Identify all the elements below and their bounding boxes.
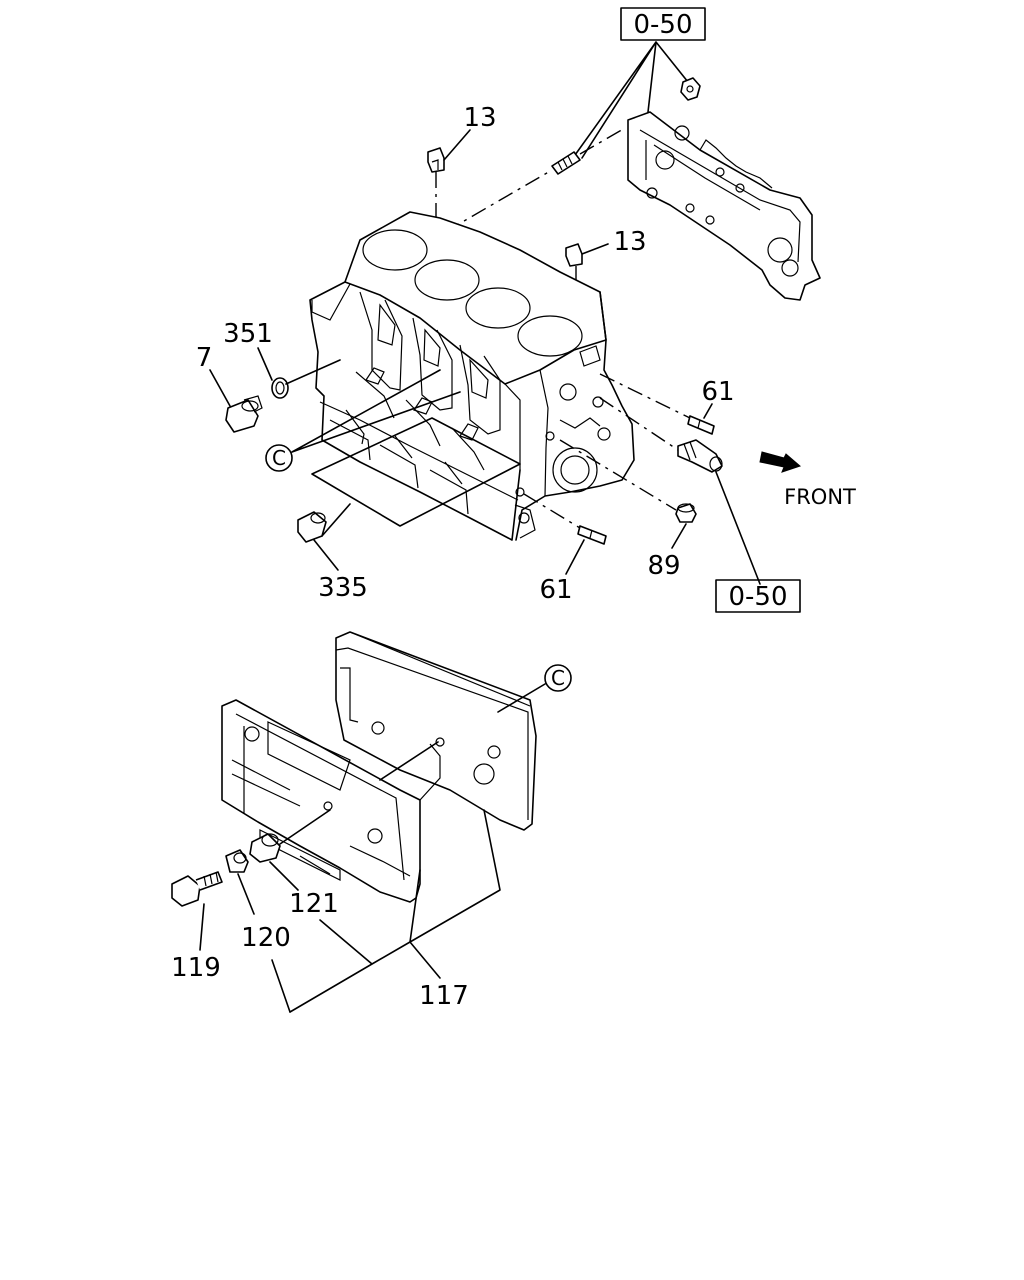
svg-text:C: C <box>551 666 565 690</box>
alignment-line-top <box>444 127 626 233</box>
assembly-117-leaders <box>289 809 501 1013</box>
gasket-sheet-part[interactable] <box>311 417 521 527</box>
arrow-right-down-icon <box>759 451 801 473</box>
circle-c-marker-lower: C <box>544 664 572 692</box>
callout-120: 120 <box>241 923 291 953</box>
reference-box-bottom[interactable]: 0-50 <box>715 579 801 613</box>
plug-121-part[interactable] <box>249 833 281 863</box>
svg-text:C: C <box>272 446 286 470</box>
callout-13a: 13 <box>463 103 496 133</box>
leader-335 <box>313 539 339 571</box>
dowel-pin-61-lower-part[interactable] <box>577 525 607 545</box>
nut-part[interactable] <box>680 77 701 101</box>
callout-335: 335 <box>318 573 368 603</box>
callout-7: 7 <box>196 343 213 373</box>
dowel-pin-61-upper-part[interactable] <box>687 415 715 435</box>
stud-part[interactable] <box>551 151 581 175</box>
leader-circle-c-upper <box>291 369 461 453</box>
leader-61b <box>565 539 585 575</box>
callout-89: 89 <box>647 551 680 581</box>
bolt-119-part[interactable] <box>171 871 223 907</box>
leader-ref-bottom <box>715 471 761 585</box>
front-direction-indicator: FRONT <box>759 451 856 509</box>
callout-119: 119 <box>171 953 221 983</box>
circle-c-marker-upper: C <box>265 444 293 472</box>
assembly-117-leader-left <box>271 959 291 1013</box>
callout-61b: 61 <box>539 575 572 605</box>
washer-351-part[interactable] <box>271 377 289 399</box>
plate-link-line <box>379 741 439 781</box>
leader-7 <box>209 369 231 407</box>
cylinder-block-part[interactable] <box>309 211 635 541</box>
alignment-line-switch <box>599 397 679 451</box>
callout-13b: 13 <box>613 227 646 257</box>
rear-plate-part[interactable] <box>627 111 821 301</box>
alignment-line-61-upper <box>599 373 691 419</box>
cover-plate-front-part[interactable] <box>221 699 441 903</box>
callout-117: 117 <box>419 981 469 1011</box>
callout-61a: 61 <box>701 377 734 407</box>
leader-119 <box>199 903 205 951</box>
leader-351 <box>257 347 273 381</box>
plug-335-upper-leader <box>321 503 351 537</box>
cover-plate-rear-part[interactable] <box>335 631 537 831</box>
callout-121: 121 <box>289 889 339 919</box>
plug-89-part[interactable] <box>675 503 697 523</box>
leader-61a <box>703 403 713 419</box>
reference-top-label: 0-50 <box>633 10 692 40</box>
oil-pressure-switch-part[interactable] <box>677 439 723 473</box>
washer-120-part[interactable] <box>225 849 249 873</box>
callout-351: 351 <box>223 319 273 349</box>
dowel-clip-part-a[interactable] <box>427 147 445 232</box>
alignment-line-89 <box>559 439 677 511</box>
leader-13a <box>443 129 471 161</box>
leader-120 <box>237 873 255 915</box>
leader-13b <box>581 243 609 255</box>
drain-plug-7-part[interactable] <box>225 395 263 433</box>
leader-121 <box>269 861 299 891</box>
plug-121-link-line <box>279 809 331 845</box>
leader-circle-c-lower <box>497 683 546 713</box>
plug-335-part[interactable] <box>297 511 327 543</box>
leader-89 <box>671 523 687 549</box>
reference-top-leaders <box>569 41 689 163</box>
front-label: FRONT <box>784 485 856 509</box>
washer-leader-line <box>285 359 341 385</box>
reference-bottom-label: 0-50 <box>728 582 787 612</box>
reference-box-top[interactable]: 0-50 <box>620 7 706 41</box>
alignment-line-61-lower <box>523 493 581 529</box>
